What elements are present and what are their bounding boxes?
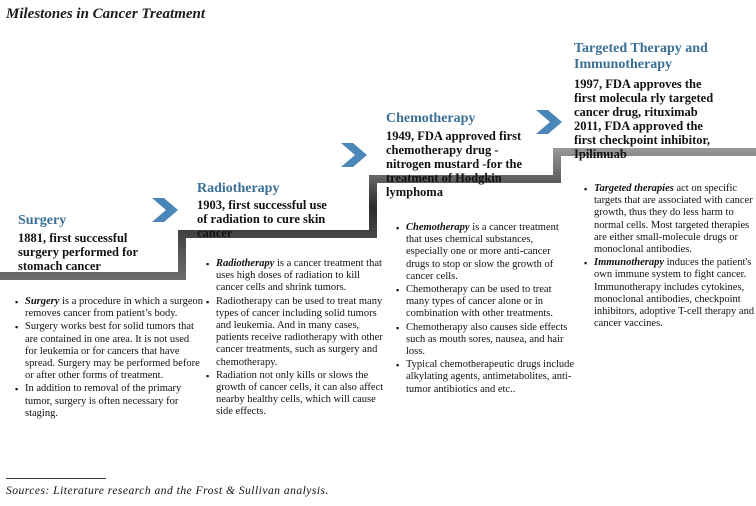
milestone-line: 1949, FDA approved first — [386, 129, 522, 143]
milestone-targeted-immunotherapy: 1997, FDA approves the first molecula rl… — [574, 77, 713, 161]
stage-arrow-2 — [341, 143, 367, 167]
bullet-text: Typical chemotherapeutic drugs include a… — [406, 359, 575, 395]
list-item: In addition to removal of the primary tu… — [15, 383, 203, 420]
milestone-line: chemotherapy drug - — [386, 143, 499, 157]
stage-title-line: Targeted Therapy and — [574, 41, 708, 56]
list-item: Typical chemotherapeutic drugs include a… — [396, 359, 576, 396]
milestone-line: first molecula rly targeted — [574, 91, 714, 105]
bullet-text: act on specific targets that are associa… — [594, 183, 753, 256]
milestone-line: first checkpoint inhibitor, — [574, 133, 711, 147]
stage-title-chemotherapy: Chemotherapy — [386, 111, 476, 126]
stage-title-radiotherapy: Radiotherapy — [197, 181, 280, 196]
bullet-text: In addition to removal of the primary tu… — [25, 383, 182, 419]
bullet-text: Radiation not only kills or slows the gr… — [216, 369, 384, 418]
bullet-text: is a procedure in which a surgeon remove… — [25, 296, 203, 320]
milestone-line: 1903, first successful use — [197, 198, 327, 212]
bullet-text: is a cancer treatment that uses chemical… — [406, 222, 559, 282]
bullet-text: Surgery works best for solid tumors that… — [25, 321, 200, 382]
list-item: Chemotherapy also causes side effects su… — [396, 321, 576, 359]
list-item: Chemotherapy can be used to treat many t… — [396, 284, 576, 321]
list-item: Radiotherapy can be used to treat many t… — [206, 295, 390, 369]
list-item: Surgery works best for solid tumors that… — [15, 321, 203, 382]
bullets-targeted-immunotherapy: Targeted therapies act on specific targe… — [583, 183, 756, 331]
bullets-chemotherapy: Chemotherapy is a cancer treatment that … — [395, 222, 576, 397]
footnote-divider — [6, 478, 106, 479]
milestone-line: of radiation to cure skin — [197, 212, 326, 226]
milestone-line: 1881, first successful — [18, 231, 128, 245]
milestone-line: cancer — [197, 226, 233, 240]
term: Immunotherapy — [594, 257, 665, 269]
milestone-line: 1997, FDA approves the — [574, 77, 702, 91]
list-item: Chemotherapy is a cancer treatment that … — [396, 222, 576, 283]
milestone-line: cancer drug, rituximab — [574, 105, 698, 119]
term: Targeted therapies — [594, 183, 674, 194]
list-item: Targeted therapies act on specific targe… — [584, 183, 756, 256]
bullet-text: is a cancer treatment that uses high dos… — [216, 258, 382, 294]
stage-arrow-1 — [152, 198, 178, 222]
term: Radiotherapy — [216, 258, 275, 269]
bullet-text: induces the patient's own immune system … — [594, 257, 755, 330]
milestone-surgery: 1881, first successful surgery performed… — [18, 231, 138, 273]
milestone-line: lymphoma — [386, 185, 443, 199]
stage-title-targeted-immunotherapy: Targeted Therapy and Immunotherapy — [574, 41, 708, 73]
bullets-radiotherapy: Radiotherapy is a cancer treatment that … — [205, 258, 390, 420]
list-item: Surgery is a procedure in which a surgeo… — [15, 296, 203, 320]
milestone-line: surgery performed for — [18, 245, 139, 259]
term: Chemotherapy — [406, 222, 470, 233]
list-item: Immunotherapy induces the patient's own … — [584, 257, 756, 330]
page-title: Milestones in Cancer Treatment — [6, 6, 206, 22]
milestone-line: Ipilimuab — [574, 147, 627, 161]
milestone-line: stomach cancer — [18, 259, 101, 273]
bullet-text: Chemotherapy can be used to treat many t… — [406, 284, 553, 320]
term: Surgery — [25, 296, 60, 307]
list-item: Radiotherapy is a cancer treatment that … — [206, 258, 390, 295]
stage-title-line: Immunotherapy — [574, 57, 673, 72]
bullets-surgery: Surgery is a procedure in which a surgeo… — [14, 296, 203, 421]
stage-title-surgery: Surgery — [18, 213, 67, 228]
milestone-line: nitrogen mustard -for the — [386, 157, 522, 171]
milestone-chemotherapy: 1949, FDA approved first chemotherapy dr… — [386, 129, 522, 199]
list-item: Radiation not only kills or slows the gr… — [206, 369, 390, 419]
bullet-text: Radiotherapy can be used to treat many t… — [216, 295, 383, 368]
milestone-line: treatment of Hodgkin — [386, 171, 502, 185]
milestone-line: 2011, FDA approved the — [574, 119, 703, 133]
milestone-radiotherapy: 1903, first successful use of radiation … — [197, 198, 327, 240]
sources-note: Sources: Literature research and the Fro… — [6, 485, 329, 497]
bullet-text: Chemotherapy also causes side effects su… — [406, 321, 568, 358]
stage-arrow-3 — [536, 110, 562, 134]
